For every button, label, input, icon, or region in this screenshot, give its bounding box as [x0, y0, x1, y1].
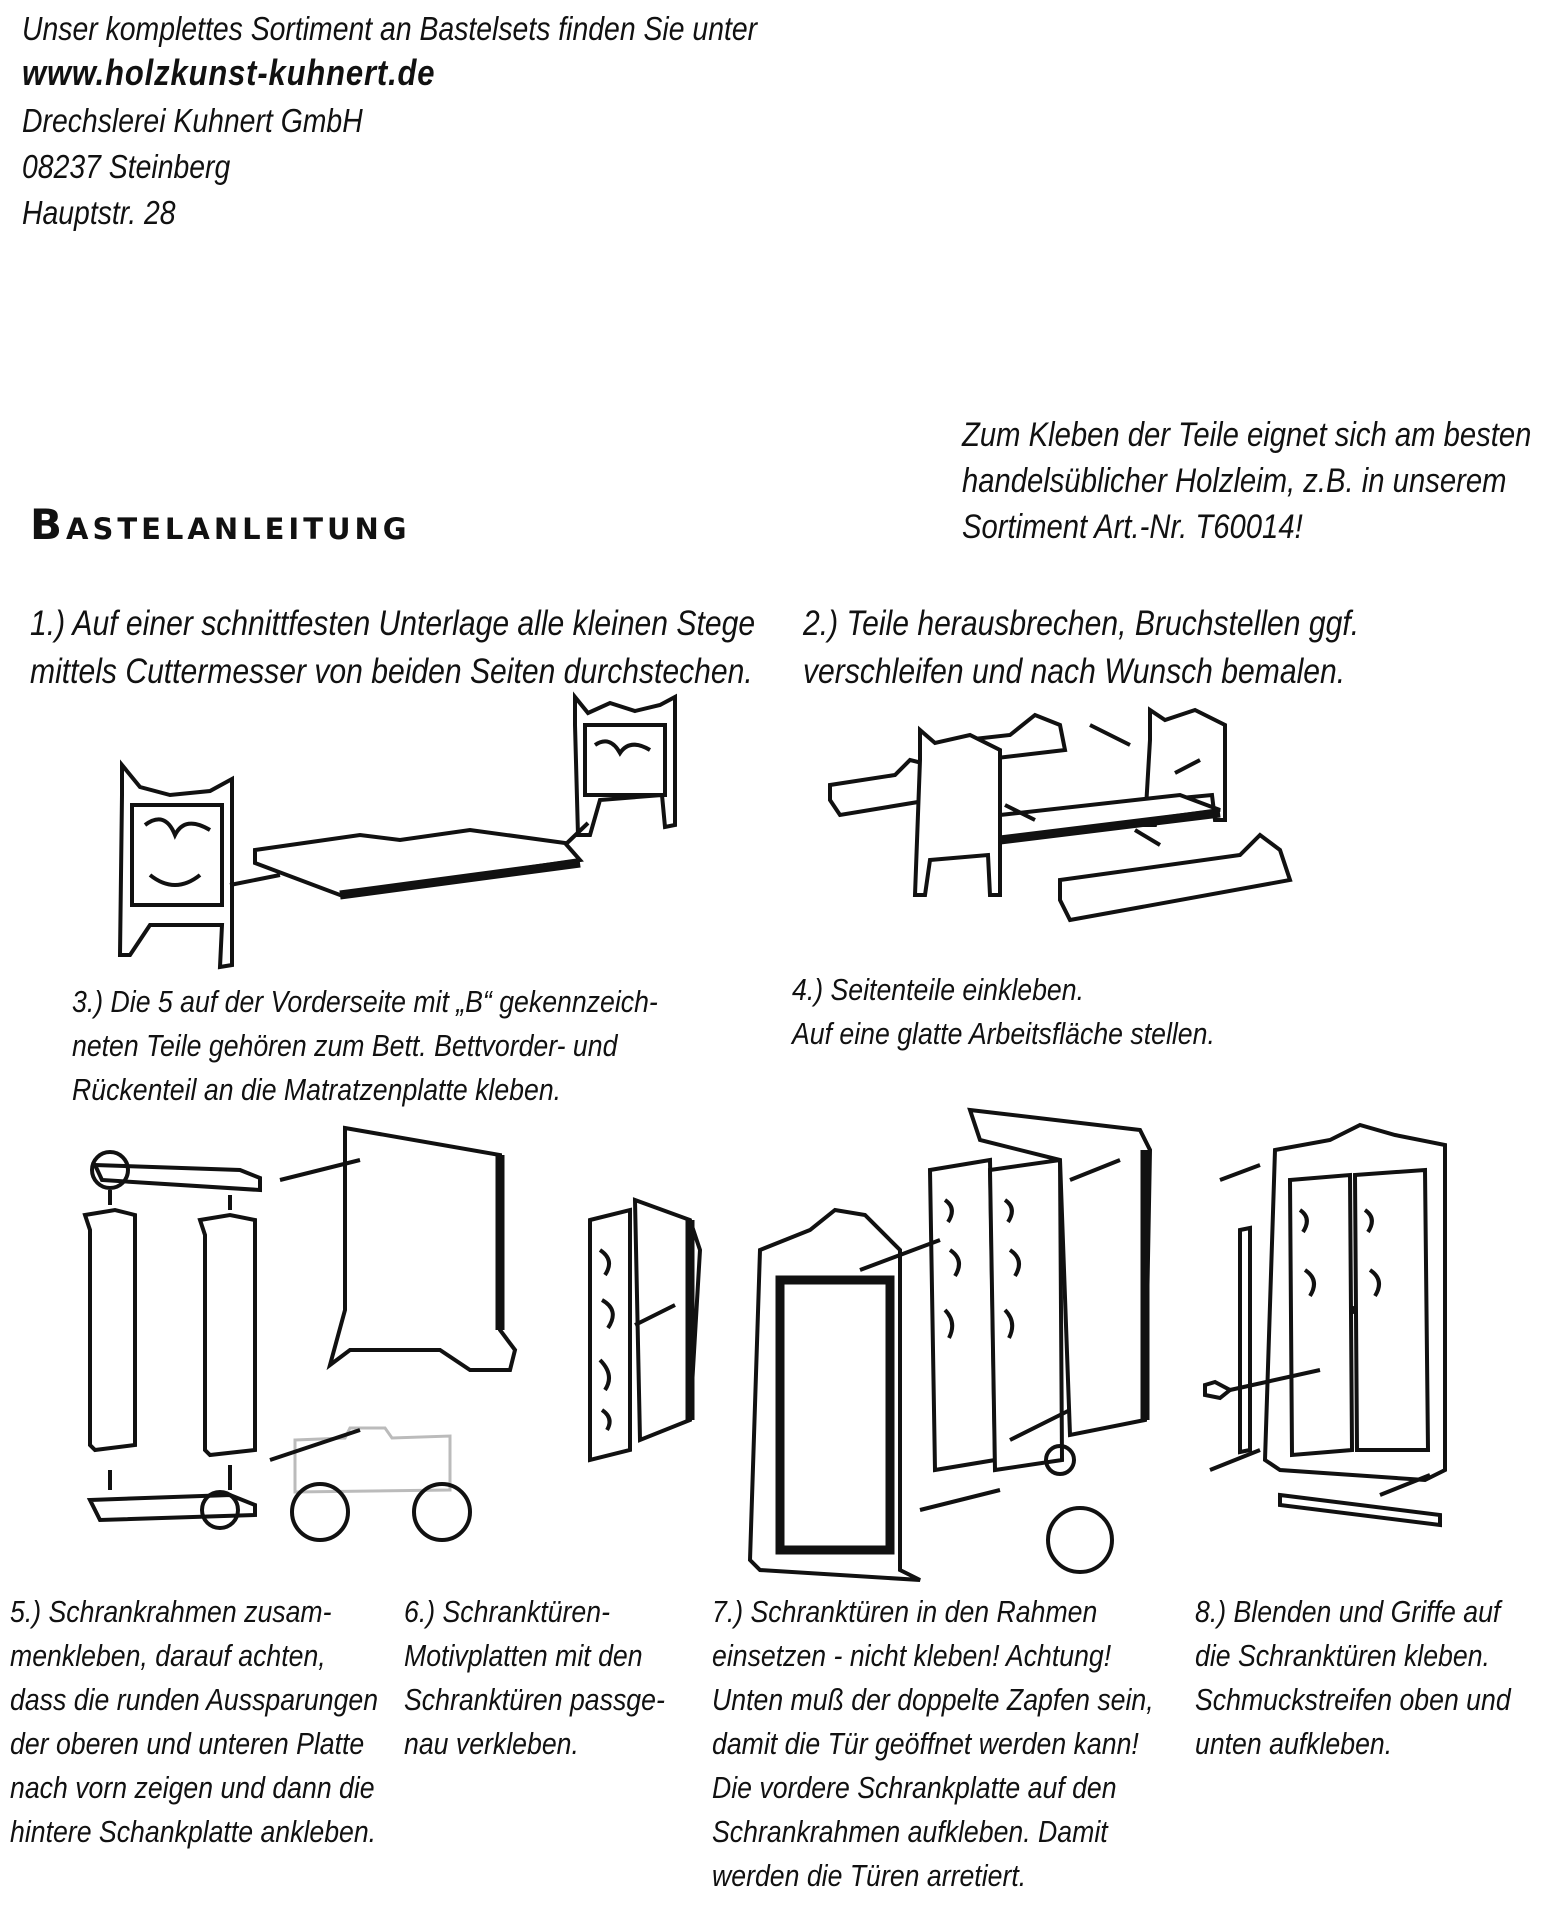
step-line: Motivplatten mit den: [404, 1638, 643, 1673]
front-frame: [747, 1207, 921, 1582]
wardrobe-body: [967, 1107, 1153, 1438]
step-line: 2.) Teile herausbrechen, Bruchstellen gg…: [803, 604, 1360, 643]
bed-parts-illustration: [117, 691, 677, 970]
wardrobe-frame-illustration: [82, 1125, 518, 1542]
mattress-plate: [253, 827, 584, 900]
step-line: neten Teile gehören zum Bett. Bettvorder…: [72, 1028, 618, 1063]
bed-headboard-right: [573, 691, 677, 837]
step-line: verschleifen und nach Wunsch bemalen.: [803, 652, 1346, 691]
step-line: die Schranktüren kleben.: [1195, 1638, 1490, 1673]
step-line: werden die Türen arretiert.: [712, 1858, 1027, 1893]
company-name: Drechslerei Kuhnert GmbH: [22, 102, 363, 139]
step-line: Auf eine glatte Arbeitsfläche stellen.: [792, 1016, 1215, 1051]
step-line: einsetzen - nicht kleben! Achtung!: [712, 1638, 1112, 1673]
motif-plate: [588, 1207, 632, 1463]
step-line: Schmuckstreifen oben und: [1195, 1682, 1511, 1717]
step-line: 3.) Die 5 auf der Vorderseite mit „B“ ge…: [72, 984, 658, 1019]
step-line: Unten muß der doppelte Zapfen sein,: [712, 1682, 1154, 1717]
step-line: Schranktüren passge-: [404, 1682, 665, 1717]
arrow: [563, 821, 590, 847]
bed-front-board: [912, 725, 1002, 897]
step-line: 5.) Schrankrahmen zusam-: [10, 1594, 332, 1629]
step-line: nau verkleben.: [404, 1726, 579, 1761]
back-panel: [326, 1125, 518, 1372]
glue-note: Zum Kleben der Teile eignet sich am best…: [962, 412, 1531, 550]
detail-circle: [412, 1482, 472, 1542]
step-line: mittels Cuttermesser von beiden Seiten d…: [30, 652, 753, 691]
bottom-plate: [86, 1492, 257, 1523]
glue-note-line: handelsüblicher Holzleim, z.B. in unsere…: [962, 462, 1507, 500]
page-title: Bastelanleitung: [30, 500, 411, 549]
arrow: [229, 873, 281, 887]
step-line: 7.) Schranktüren in den Rahmen: [712, 1594, 1098, 1629]
company-city: 08237 Steinberg: [22, 148, 231, 185]
step-5-text: 5.) Schrankrahmen zusam- menkleben, dara…: [10, 1590, 378, 1854]
bed-assembly-illustration: [828, 706, 1293, 923]
step-line: Schrankrahmen aufkleben. Damit: [712, 1814, 1108, 1849]
decor-strip-horizontal: [1278, 1492, 1442, 1528]
arrow: [859, 1158, 1121, 1512]
step-line: 8.) Blenden und Griffe auf: [1195, 1594, 1501, 1629]
arrow: [1209, 1163, 1431, 1497]
step-8-text: 8.) Blenden und Griffe auf die Schranktü…: [1195, 1590, 1511, 1766]
side-rail-front: [1058, 832, 1293, 923]
side-rail-left: [828, 757, 932, 818]
decor-strip-vertical: [1238, 1225, 1252, 1455]
step-4-text: 4.) Seitenteile einkleben. Auf eine glat…: [792, 968, 1215, 1056]
handle-knob: [1203, 1379, 1234, 1401]
step-2-text: 2.) Teile herausbrechen, Bruchstellen gg…: [803, 600, 1359, 696]
door-right: [987, 1157, 1065, 1473]
step-1-text: 1.) Auf einer schnittfesten Unterlage al…: [30, 600, 755, 696]
step-line: hintere Schankplatte ankleben.: [10, 1814, 377, 1849]
door-panel: [632, 1197, 703, 1443]
finished-wardrobe-illustration: [1203, 1122, 1447, 1528]
side-wall-right: [197, 1212, 257, 1458]
company-street: Hauptstr. 28: [22, 194, 176, 231]
step-line: Rückenteil an die Matratzenplatte kleben…: [72, 1072, 562, 1107]
step-line: Die vordere Schrankplatte auf den: [712, 1770, 1117, 1805]
step-line: 1.) Auf einer schnittfesten Unterlage al…: [30, 604, 756, 643]
step-line: dass die runden Aussparungen: [10, 1682, 379, 1717]
header-intro: Unser komplettes Sortiment an Bastelsets…: [22, 10, 758, 47]
glue-note-line: Zum Kleben der Teile eignet sich am best…: [962, 416, 1532, 454]
door-left: [927, 1157, 998, 1473]
side-wall-left: [82, 1207, 137, 1453]
arrow: [634, 1303, 676, 1327]
door-motif-illustration: [588, 1197, 703, 1463]
bed-headboard-left: [117, 759, 234, 970]
step-line: 6.) Schranktüren-: [404, 1594, 610, 1629]
arrow: [108, 1158, 361, 1490]
step-line: unten aufkleben.: [1195, 1726, 1393, 1761]
step-3-text: 3.) Die 5 auf der Vorderseite mit „B“ ge…: [72, 980, 658, 1112]
website-link[interactable]: www.holzkunst-kuhnert.de: [22, 52, 436, 93]
step-line: 4.) Seitenteile einkleben.: [792, 972, 1084, 1007]
step-line: menkleben, darauf achten,: [10, 1638, 326, 1673]
top-plate: [91, 1162, 262, 1193]
detail-circle: [1046, 1506, 1114, 1574]
detail-circle: [290, 1482, 350, 1542]
step-6-text: 6.) Schranktüren- Motivplatten mit den S…: [404, 1590, 665, 1766]
step-line: damit die Tür geöffnet werden kann!: [712, 1726, 1139, 1761]
glue-note-line: Sortiment Art.-Nr. T60014!: [962, 508, 1303, 546]
step-7-text: 7.) Schranktüren in den Rahmen einsetzen…: [712, 1590, 1154, 1898]
step-line: nach vorn zeigen und dann die: [10, 1770, 375, 1805]
arrow: [1004, 723, 1201, 847]
door-insertion-illustration: [747, 1107, 1153, 1582]
step-line: der oberen und unteren Platte: [10, 1726, 365, 1761]
